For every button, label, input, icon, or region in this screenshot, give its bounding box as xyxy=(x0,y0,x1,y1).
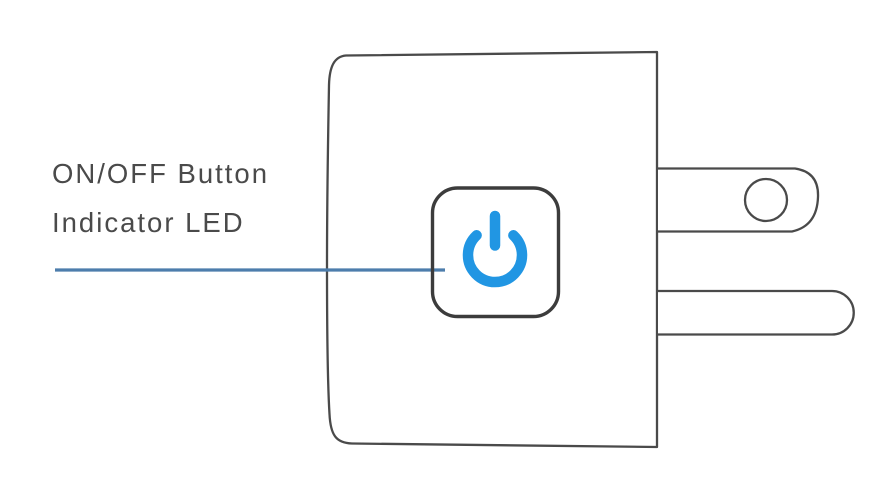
power-icon xyxy=(462,210,528,288)
plug-blade-top xyxy=(658,167,820,233)
plug-blade-bottom xyxy=(658,289,855,336)
label-indicator-led: Indicator LED xyxy=(52,207,245,238)
power-icon-arc xyxy=(462,230,528,288)
power-button xyxy=(430,186,561,319)
label-on-off-button: ON/OFF Button xyxy=(52,158,270,189)
blade-hole xyxy=(743,177,789,223)
annotation-labels: ON/OFF Button Indicator LED xyxy=(52,149,269,247)
